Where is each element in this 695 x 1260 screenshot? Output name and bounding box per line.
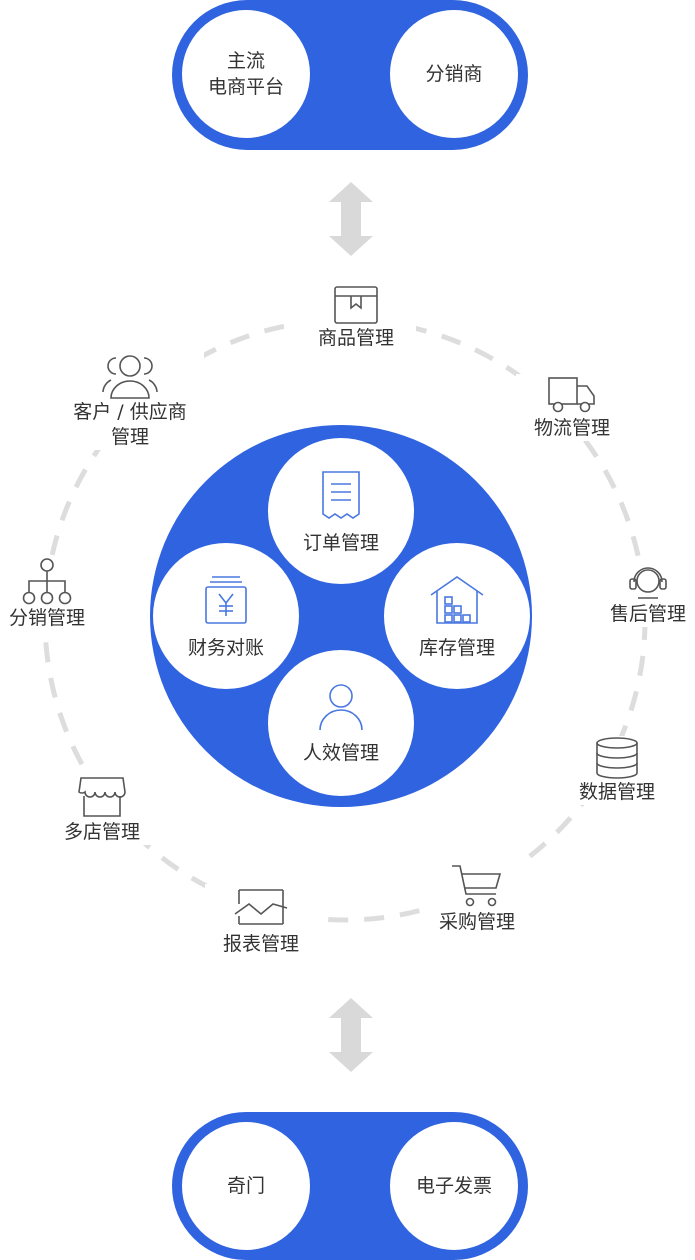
aftersale-management[interactable]: 售后管理 xyxy=(598,556,695,627)
qimen-node: 奇门 xyxy=(182,1122,310,1250)
purchase-management[interactable]: 采购管理 xyxy=(424,862,530,935)
hierarchy-icon xyxy=(22,558,72,605)
goods-management[interactable]: 商品管理 xyxy=(296,284,416,351)
box-icon xyxy=(334,286,378,324)
inventory-management[interactable]: 库存管理 xyxy=(384,543,530,689)
person-icon xyxy=(319,683,363,730)
bidirectional-arrow-icon xyxy=(329,998,373,1072)
mainstream-ecommerce-node: 主流 电商平台 xyxy=(182,10,310,138)
integrations-pill: 奇门 电子发票 xyxy=(172,1112,528,1260)
order-management[interactable]: 订单管理 xyxy=(268,438,414,584)
source-platforms-pill: 主流 电商平台 分销商 xyxy=(172,0,528,150)
data-management[interactable]: 数据管理 xyxy=(562,736,672,805)
warehouse-icon xyxy=(430,575,484,624)
logistics-management[interactable]: 物流管理 xyxy=(516,374,628,441)
yen-money-icon xyxy=(205,575,247,624)
e-invoice-node: 电子发票 xyxy=(390,1122,518,1250)
finance-reconciliation[interactable]: 财务对账 xyxy=(153,543,299,689)
report-chart-icon xyxy=(234,889,288,925)
multistore-management[interactable]: 多店管理 xyxy=(50,772,154,845)
customer-supplier-management[interactable]: 客户 / 供应商 管理 xyxy=(56,352,204,450)
users-group-icon xyxy=(102,355,158,399)
headset-icon xyxy=(629,567,667,599)
distributor-node: 分销商 xyxy=(390,10,518,138)
staff-efficiency-management[interactable]: 人效管理 xyxy=(268,650,414,796)
shopping-cart-icon xyxy=(452,865,502,907)
database-icon xyxy=(596,737,638,779)
storefront-icon xyxy=(78,777,126,817)
order-document-icon xyxy=(322,470,360,519)
truck-icon xyxy=(548,377,595,413)
bidirectional-arrow-icon xyxy=(329,182,373,256)
distribution-management[interactable]: 分销管理 xyxy=(0,556,94,631)
report-management[interactable]: 报表管理 xyxy=(205,884,317,957)
